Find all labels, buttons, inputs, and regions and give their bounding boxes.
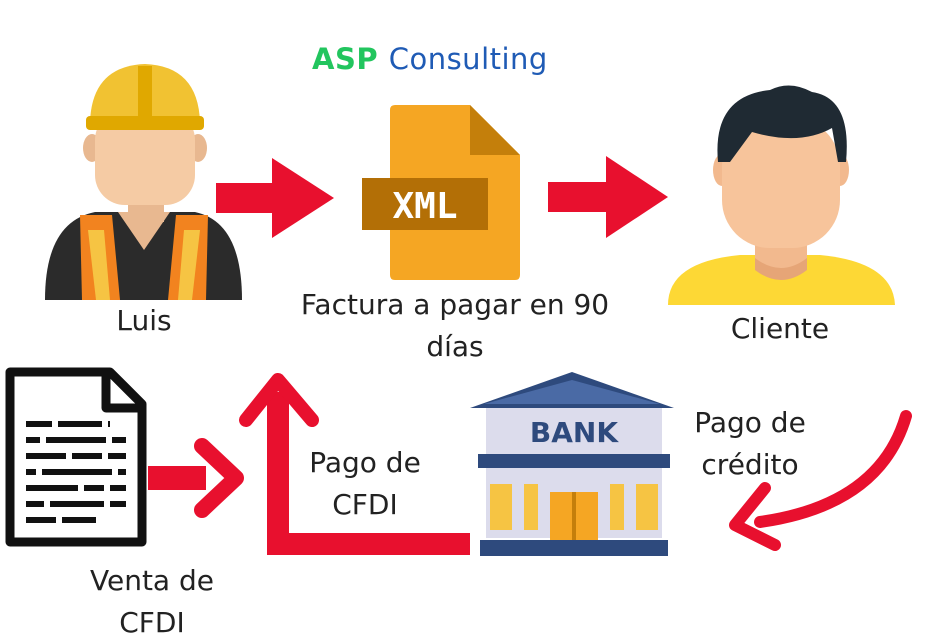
brand-asp: ASP	[312, 42, 379, 76]
label-luis: Luis	[116, 304, 172, 337]
arrow-luis-to-xml	[216, 158, 334, 238]
label-pago-credito: Pago de crédito	[694, 406, 806, 481]
arrow-xml-to-cliente	[548, 156, 668, 238]
brand-consulting: Consulting	[388, 42, 548, 76]
arrow-document-to-cfdi	[148, 438, 244, 518]
brand-title: ASP Consulting	[312, 42, 548, 76]
label-venta: Venta de CFDI	[90, 564, 214, 639]
client-icon	[668, 85, 895, 305]
bank-icon: BANK	[470, 372, 674, 556]
label-pago-cfdi: Pago de CFDI	[309, 446, 421, 521]
label-factura: Factura a pagar en 90 días	[300, 288, 610, 363]
xml-label: XML	[392, 186, 457, 227]
document-icon	[5, 367, 147, 547]
arrow-cliente-to-bank	[729, 410, 912, 551]
label-cliente: Cliente	[730, 312, 830, 345]
bank-label: BANK	[530, 416, 619, 449]
xml-file-icon: XML	[362, 105, 520, 280]
worker-icon	[45, 64, 242, 300]
arrow-bank-to-luis	[239, 373, 470, 555]
